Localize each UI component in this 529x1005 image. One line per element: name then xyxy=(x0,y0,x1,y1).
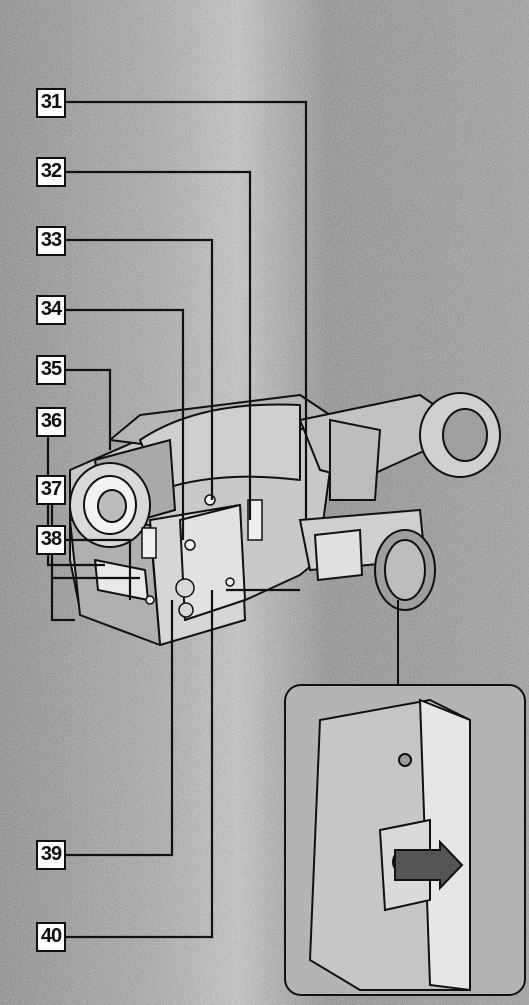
leader-lines xyxy=(46,100,308,939)
label-36: 36 xyxy=(36,407,66,437)
handle xyxy=(139,403,301,491)
viewfinder xyxy=(69,438,177,548)
label-40: 40 xyxy=(36,922,66,952)
leader-31 xyxy=(66,100,308,520)
label-37: 37 xyxy=(36,475,66,505)
label-33: 33 xyxy=(36,226,66,256)
label-38: 38 xyxy=(36,525,66,555)
grip-strap xyxy=(298,508,436,611)
label-35: 35 xyxy=(36,355,66,385)
eyecup-lens xyxy=(97,489,127,523)
label-32: 32 xyxy=(36,157,66,187)
strap-buckle xyxy=(313,528,364,582)
leader-39 xyxy=(66,600,174,857)
button-e xyxy=(204,494,216,506)
label-31: 31 xyxy=(36,88,66,118)
leader-35 xyxy=(66,368,112,450)
button-f xyxy=(145,595,155,605)
button-b xyxy=(175,578,195,598)
label-34: 34 xyxy=(36,295,66,325)
lens-cap-rim xyxy=(384,539,426,601)
leader-40 xyxy=(66,590,214,939)
button-a xyxy=(184,539,196,551)
label-39: 39 xyxy=(36,840,66,870)
inset-arrow xyxy=(394,839,464,891)
controls xyxy=(141,494,263,618)
lens-hood-inner xyxy=(442,408,488,462)
inset-screw xyxy=(398,753,412,767)
leader-34 xyxy=(66,308,185,540)
leader-36 xyxy=(46,425,105,567)
button-d xyxy=(225,577,235,587)
switch-b xyxy=(247,499,263,541)
lens xyxy=(298,392,501,501)
button-c xyxy=(178,602,194,618)
inset-panel xyxy=(284,684,526,996)
leader-32 xyxy=(66,170,252,520)
leader-33 xyxy=(66,238,214,500)
switch xyxy=(141,527,157,559)
leader-38 xyxy=(66,538,132,600)
leader-37b xyxy=(50,578,75,622)
lens-neck xyxy=(329,418,382,501)
